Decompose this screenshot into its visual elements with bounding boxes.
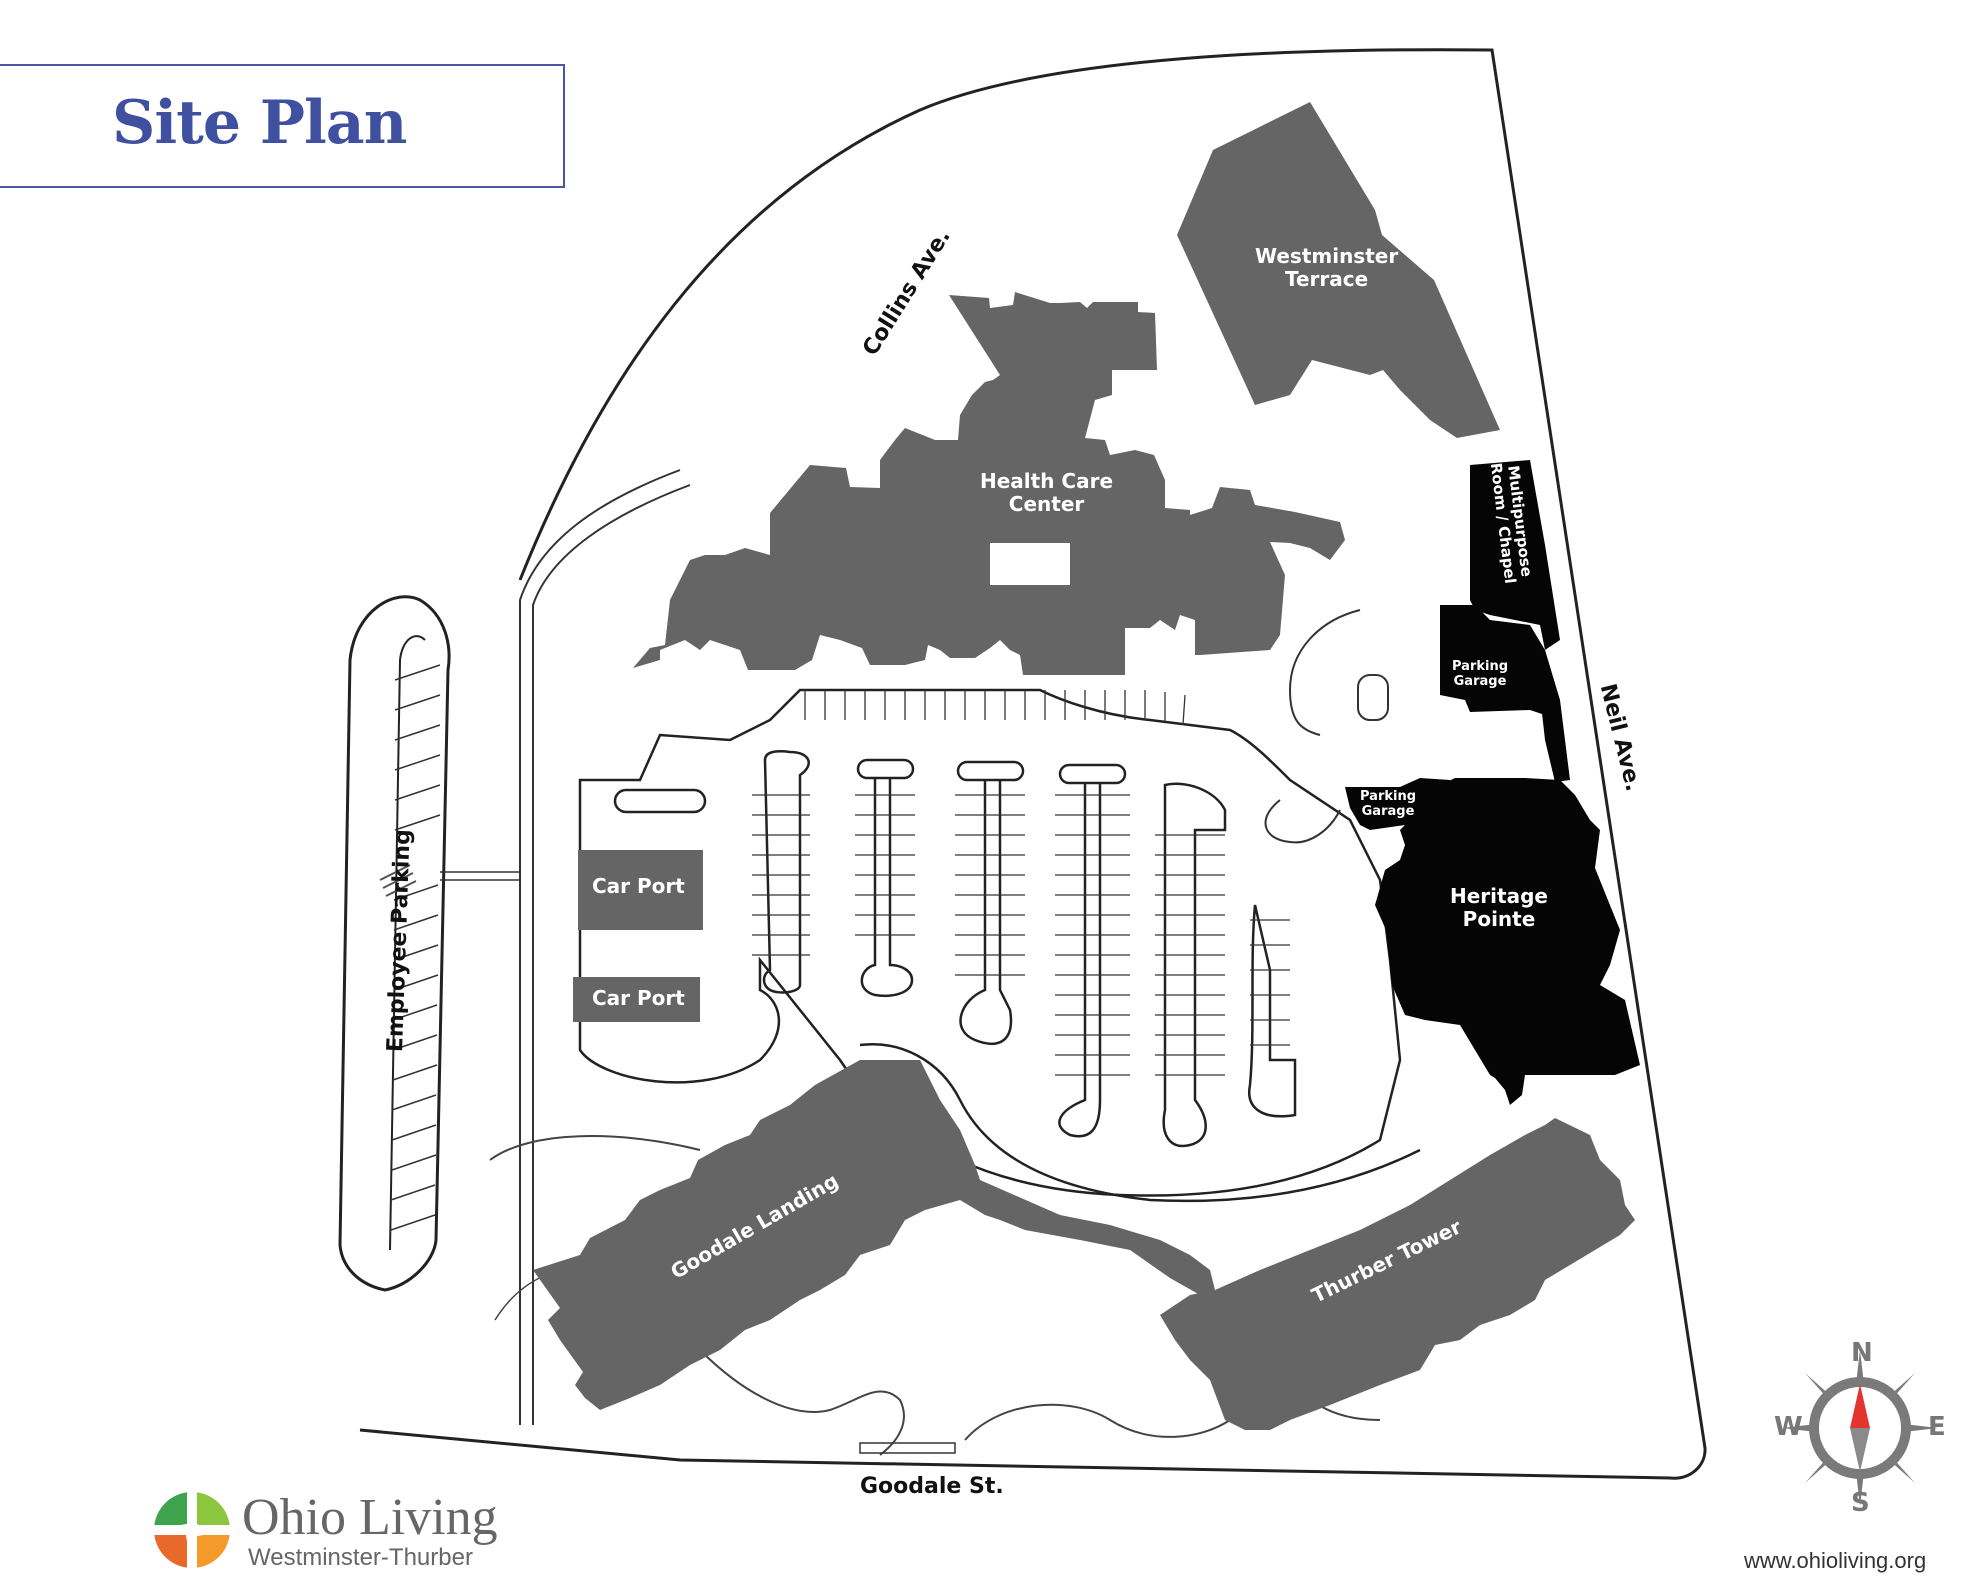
compass-south: S xyxy=(1851,1488,1870,1518)
compass-west: W xyxy=(1774,1412,1803,1442)
street-label-goodale: Goodale St. xyxy=(860,1474,1004,1499)
car-port-1-label[interactable]: Car Port xyxy=(592,874,685,898)
westminster-terrace-line-1: Westminster xyxy=(1255,244,1399,268)
ohio-living-logo[interactable]: Ohio Living Westminster-Thurber xyxy=(152,1484,532,1571)
health-care-center-label[interactable]: Health Care Center xyxy=(980,470,1113,516)
site-boundary xyxy=(359,48,1707,1480)
website-link[interactable]: www.ohioliving.org xyxy=(1744,1548,1927,1573)
parking-garage-1-line-1: Parking xyxy=(1452,659,1509,674)
health-care-center-line-2: Center xyxy=(1008,492,1085,516)
parking-garage-1-building xyxy=(1440,605,1560,715)
compass-east: E xyxy=(1928,1412,1946,1442)
heritage-pointe-building xyxy=(1375,778,1640,1105)
logo-location: Westminster-Thurber xyxy=(248,1544,473,1571)
parking-garage-2-label[interactable]: Parking Garage xyxy=(1360,789,1417,820)
parking-garage-1-line-2: Garage xyxy=(1453,673,1507,689)
title-box: Site Plan xyxy=(0,64,565,188)
westminster-terrace-line-2: Terrace xyxy=(1285,267,1369,291)
ohio-living-logo-mark xyxy=(154,1492,230,1568)
thurber-tower-building xyxy=(1160,1118,1635,1430)
parking-garage-1-label[interactable]: Parking Garage xyxy=(1452,659,1509,690)
health-care-center-building xyxy=(633,292,1345,675)
parking-garage-2-line-1: Parking xyxy=(1360,789,1417,804)
employee-parking-stalls xyxy=(390,664,441,1231)
parking-islands xyxy=(613,750,1297,1148)
multipurpose-chapel-building xyxy=(1470,460,1560,650)
westminster-terrace-label[interactable]: Westminster Terrace xyxy=(1255,245,1398,291)
main-parking-stalls xyxy=(752,794,1290,1076)
car-port-2-label[interactable]: Car Port xyxy=(592,986,685,1010)
car-port-2-building xyxy=(573,977,700,1022)
goodale-landing-building xyxy=(533,1060,1215,1410)
compass-north: N xyxy=(1851,1338,1873,1368)
westminster-terrace-building xyxy=(1177,102,1500,438)
health-care-center-line-1: Health Care xyxy=(980,469,1114,493)
compass-rose xyxy=(1782,1350,1938,1506)
heritage-pointe-line-2: Pointe xyxy=(1462,907,1536,931)
car-port-1-building xyxy=(578,850,703,930)
heritage-pointe-line-1: Heritage xyxy=(1450,884,1548,908)
heritage-pointe-label[interactable]: Heritage Pointe xyxy=(1450,885,1548,931)
service-road xyxy=(519,469,681,1425)
main-parking-outline xyxy=(578,688,1402,1197)
logo-name: Ohio Living xyxy=(242,1489,498,1546)
page-title: Site Plan xyxy=(112,88,407,158)
parking-garage-2-line-2: Garage xyxy=(1361,803,1415,819)
employee-parking-lot xyxy=(338,595,451,1292)
